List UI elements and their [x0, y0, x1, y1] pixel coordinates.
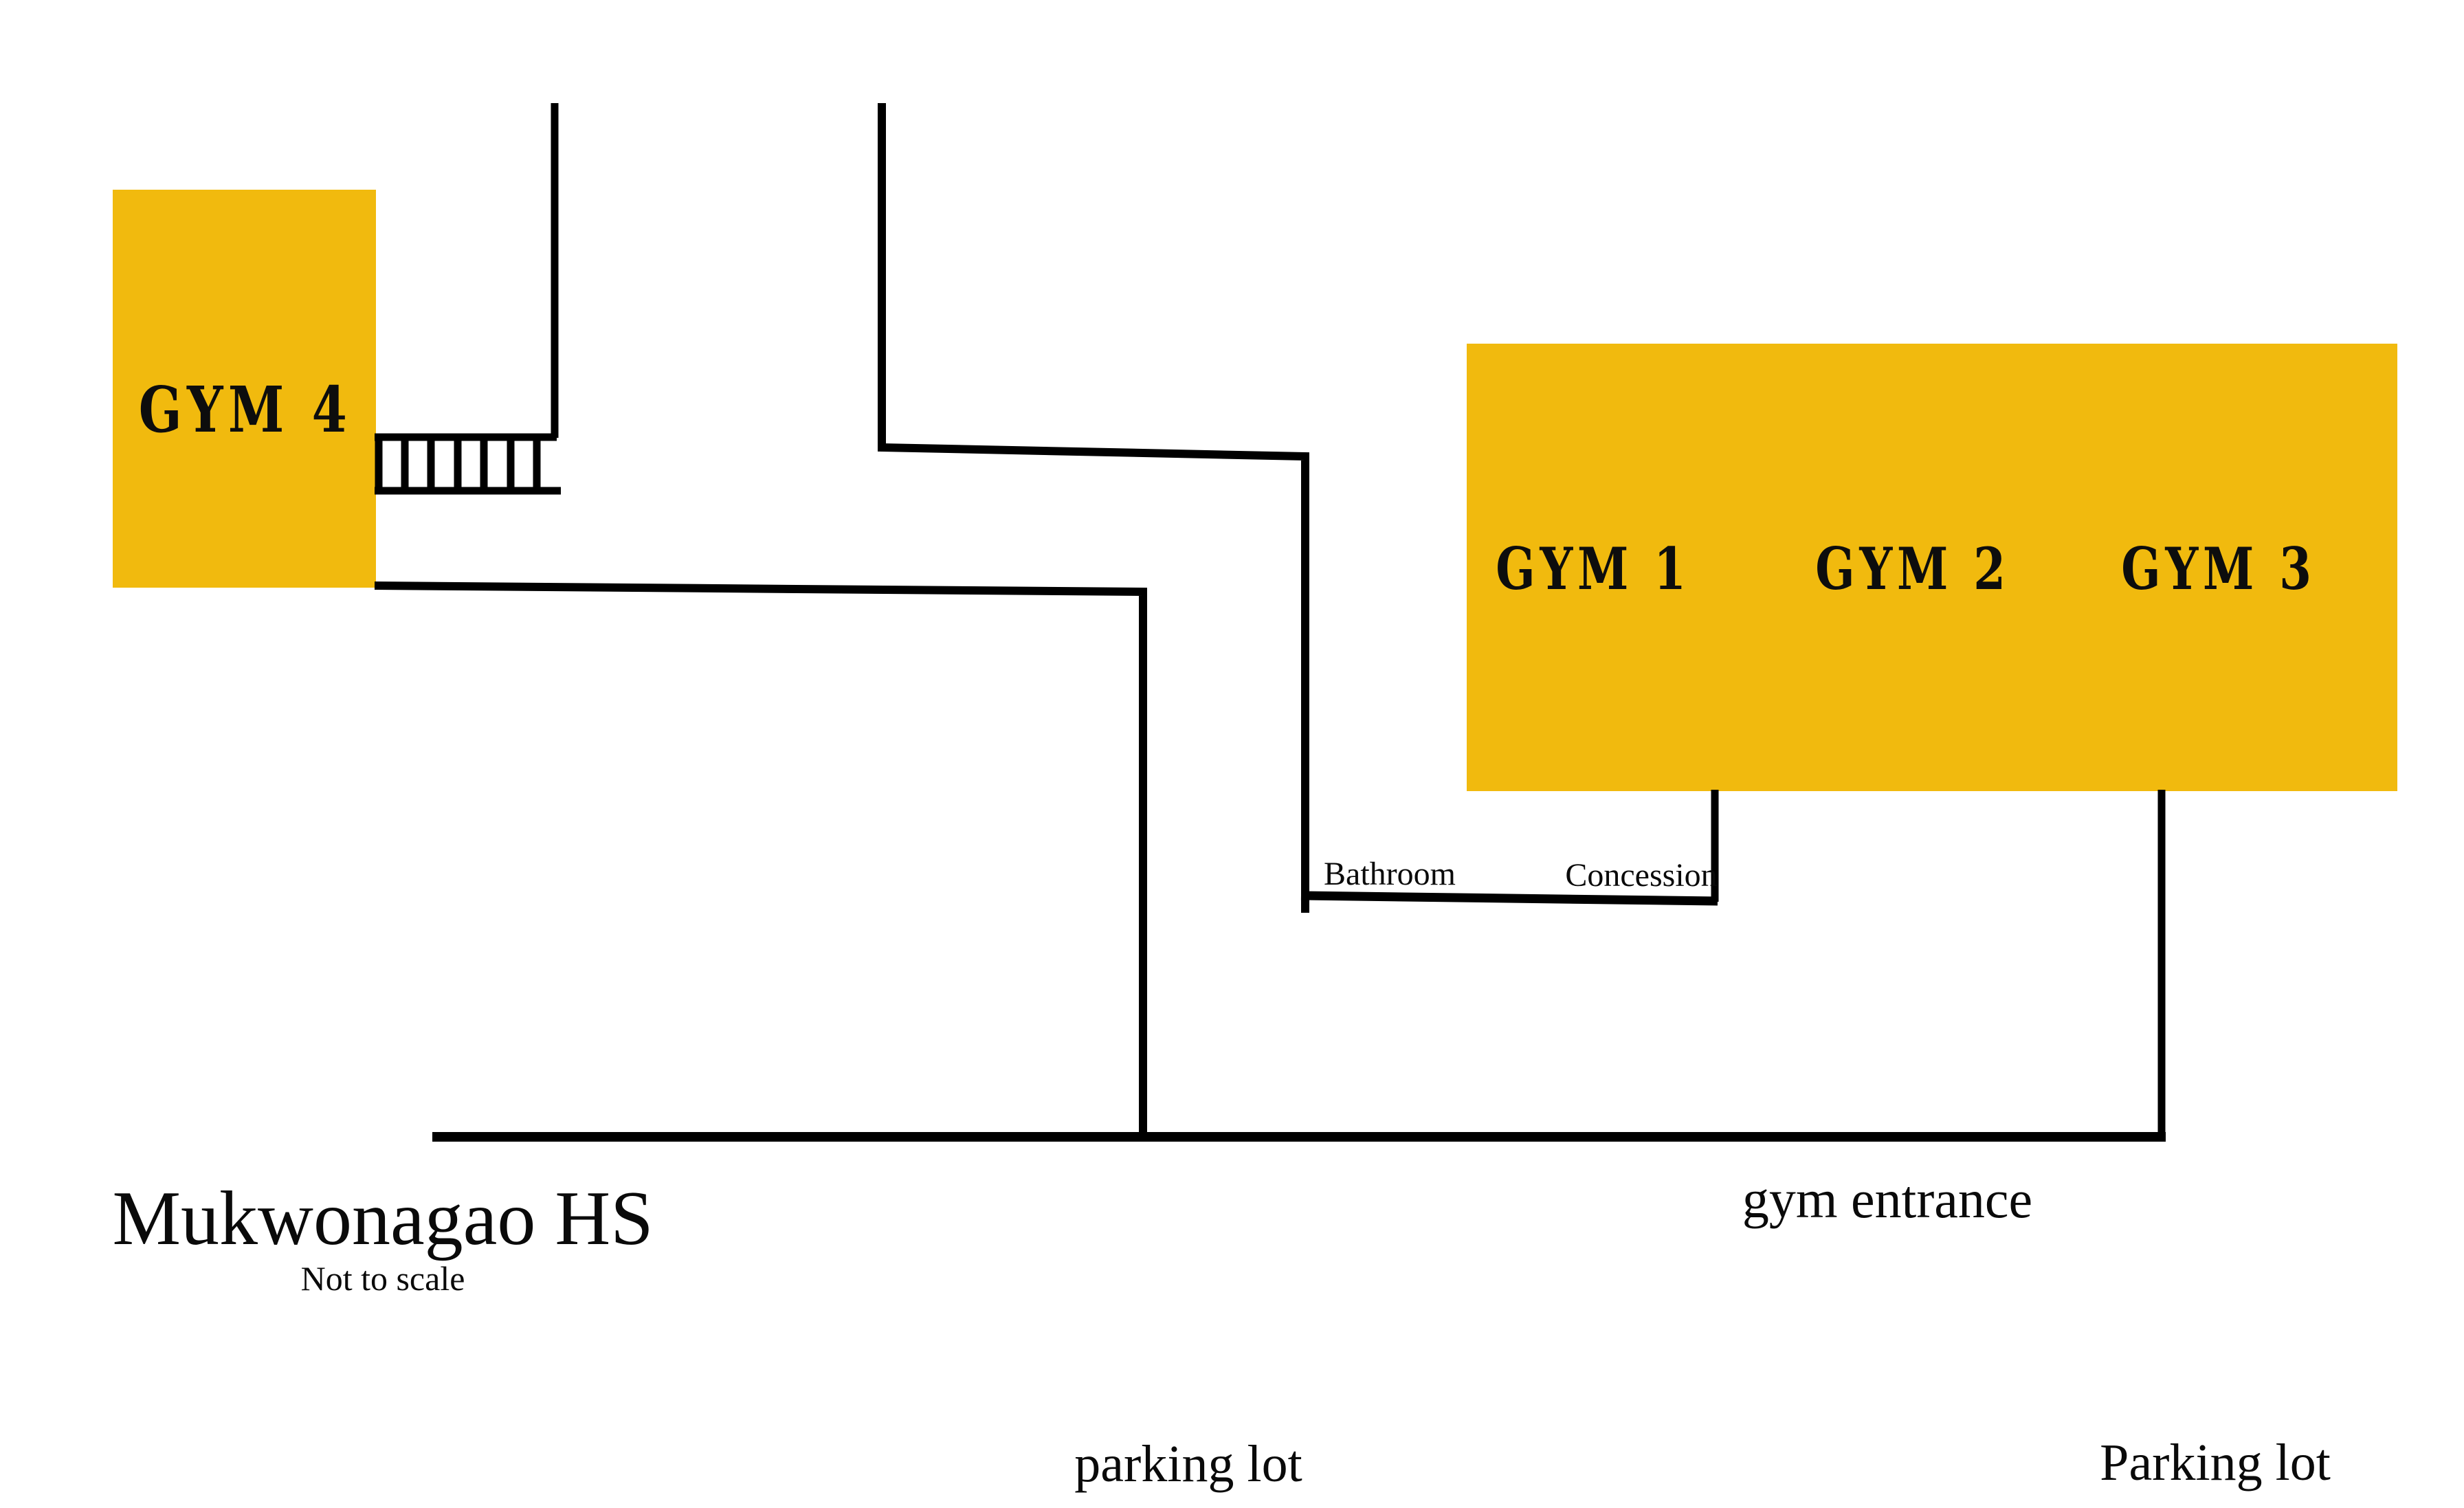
scale-note-label: Not to scale — [300, 1259, 465, 1298]
stairs-icon — [375, 433, 561, 495]
building-wall-south — [374, 581, 1147, 1138]
parking-lot-right-label: Parking lot — [2100, 1434, 2331, 1492]
gym-entrance-label: gym entrance — [1742, 1169, 2033, 1229]
hallway-wall-right — [878, 103, 1309, 913]
school-name-label: Mukwonagao HS — [112, 1176, 654, 1261]
room-label-gym3: GYM 3 — [2121, 535, 2316, 603]
gym4-room — [113, 190, 376, 588]
bathroom-label: Bathroom — [1324, 856, 1456, 892]
concession-label: Concession — [1565, 857, 1718, 894]
room-label-gym1: GYM 1 — [1496, 535, 1691, 603]
room-label-gym4: GYM 4 — [138, 373, 353, 447]
gym123-room — [1467, 344, 2397, 791]
parking-lot-lower-label: parking lot — [1074, 1435, 1302, 1493]
room-label-gym2: GYM 2 — [1815, 535, 2010, 603]
bathroom-concession-wall — [1300, 891, 1718, 906]
